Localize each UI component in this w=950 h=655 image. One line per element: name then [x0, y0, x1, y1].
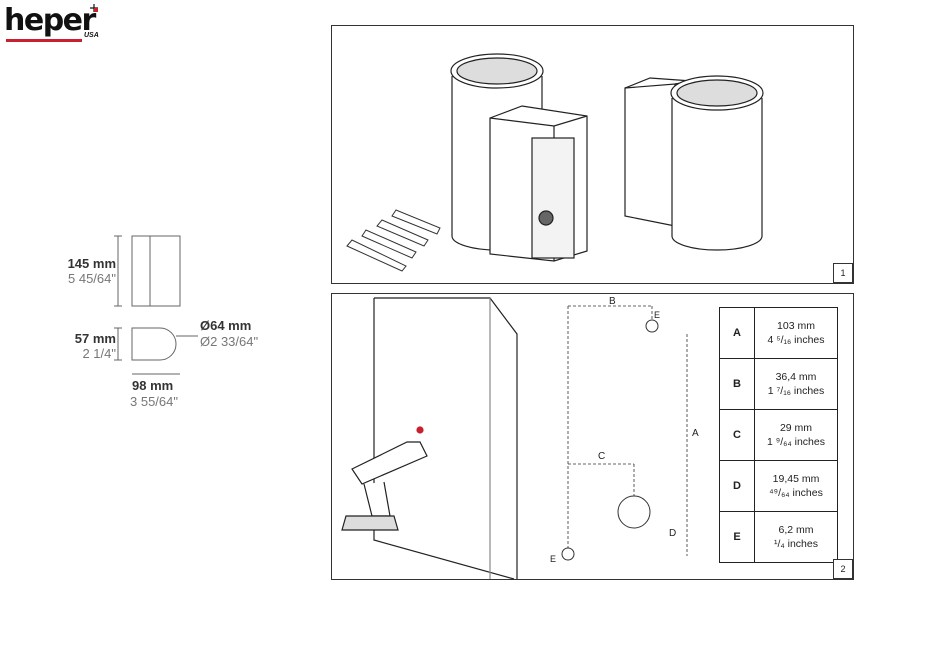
spec-metric: 6,2 mm	[756, 523, 836, 537]
label-e-top: E	[654, 310, 660, 320]
spec-key: B	[720, 359, 755, 410]
spec-metric: 29 mm	[756, 421, 836, 435]
dimension-drawing: 145 mm 5 45/64" 57 mm 2 1/4" Ø64 mm Ø2 3…	[0, 228, 300, 418]
spec-key: E	[720, 512, 755, 563]
brand-name: heper	[4, 6, 95, 36]
spec-imperial: 4 ⁵/₁₆ inches	[756, 333, 836, 347]
spec-imperial: ⁴⁹/₆₄ inches	[756, 486, 836, 500]
label-a: A	[692, 428, 699, 439]
figure-1-panel: 1	[331, 25, 854, 284]
spec-key: C	[720, 410, 755, 461]
spec-metric: 36,4 mm	[756, 370, 836, 384]
spec-imperial: 1 ⁹/₆₄ inches	[756, 435, 836, 449]
brand-accent-bar	[6, 39, 82, 42]
label-d: D	[669, 528, 676, 539]
spec-key: D	[720, 461, 755, 512]
brand-sub: USA	[84, 32, 99, 39]
lamp-product-illustration	[332, 26, 853, 283]
plus-mark-icon	[90, 4, 102, 16]
label-c: C	[598, 451, 605, 462]
lamp-dimension-sketch	[0, 228, 300, 418]
label-e-bottom: E	[550, 554, 556, 564]
spec-imperial: 1 ⁷/₁₆ inches	[756, 384, 836, 398]
figure-1-number: 1	[833, 263, 853, 283]
spec-metric: 19,45 mm	[756, 472, 836, 486]
spec-imperial: ¹/₄ inches	[756, 537, 836, 551]
spec-key: A	[720, 308, 755, 359]
figure-2-number: 2	[833, 559, 853, 579]
brand-logo: heper USA	[4, 6, 95, 36]
label-b: B	[609, 296, 616, 307]
spec-metric: 103 mm	[756, 319, 836, 333]
